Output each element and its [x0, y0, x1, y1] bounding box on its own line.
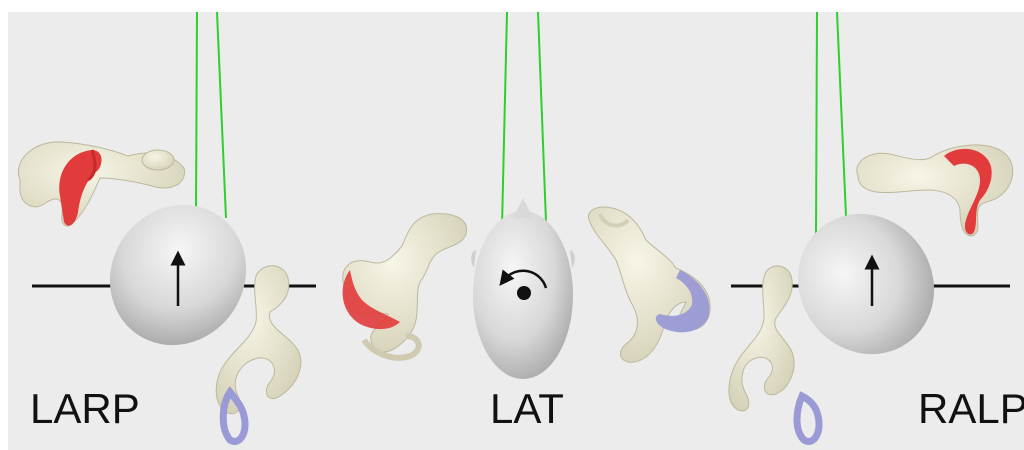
suspension-line: [816, 12, 817, 236]
panel-label-lat: LAT: [490, 388, 564, 430]
panel-label-ralp: RALP: [918, 388, 1024, 430]
suspension-line: [196, 12, 197, 212]
rotation-axis-dot: [517, 286, 531, 300]
panel-label-larp: LARP: [30, 388, 140, 430]
